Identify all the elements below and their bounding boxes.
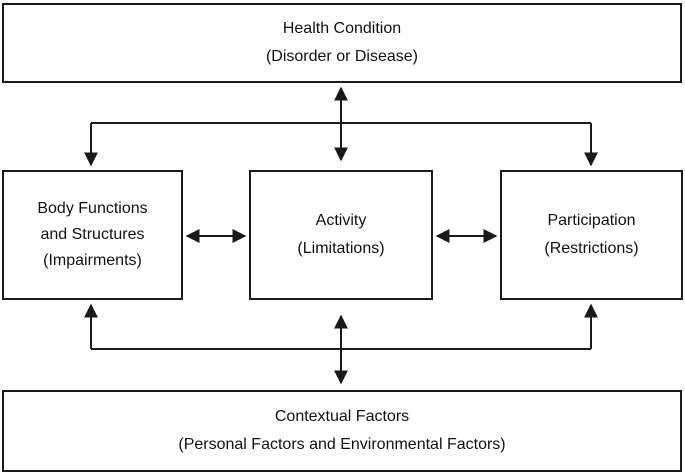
health-condition-title: Health Condition xyxy=(282,20,402,37)
activity-subtitle: (Limitations) xyxy=(297,240,385,257)
participation-box: Participation (Restrictions) xyxy=(500,170,683,300)
contextual-factors-title: Contextual Factors xyxy=(274,408,410,425)
activity-box: Activity (Limitations) xyxy=(249,170,433,300)
participation-subtitle: (Restrictions) xyxy=(544,240,639,257)
body-functions-line1: Body Functions xyxy=(37,200,148,217)
contextual-factors-subtitle: (Personal Factors and Environmental Fact… xyxy=(178,436,506,453)
participation-title: Participation xyxy=(547,212,636,229)
health-condition-box: Health Condition (Disorder or Disease) xyxy=(2,3,682,83)
body-functions-line2: and Structures xyxy=(40,226,145,243)
contextual-factors-box: Contextual Factors (Personal Factors and… xyxy=(2,390,682,472)
body-functions-box: Body Functions and Structures (Impairmen… xyxy=(2,170,183,300)
body-functions-line3: (Impairments) xyxy=(43,252,142,269)
health-condition-subtitle: (Disorder or Disease) xyxy=(265,48,419,65)
activity-title: Activity xyxy=(315,212,367,229)
